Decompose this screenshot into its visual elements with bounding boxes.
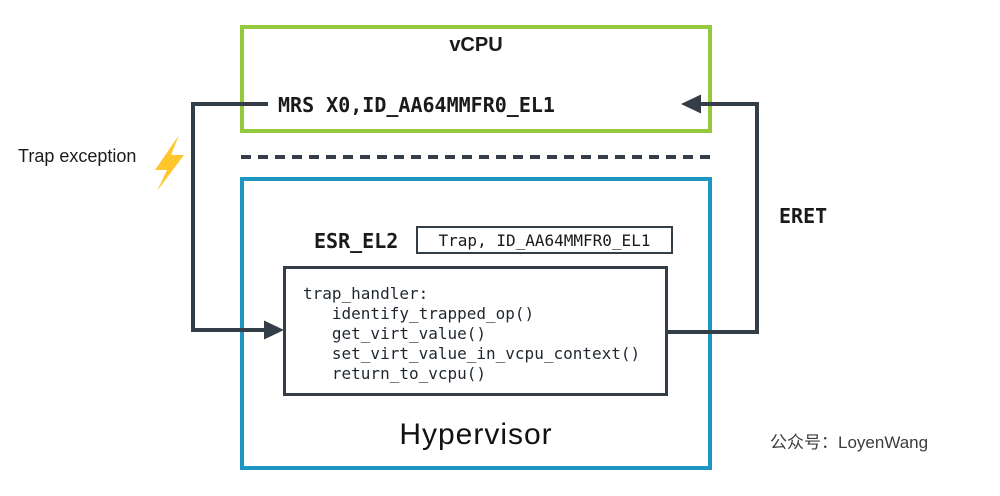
esr-el2-value: Trap, ID_AA64MMFR0_EL1	[438, 230, 651, 250]
vcpu-instruction: MRS X0,ID_AA64MMFR0_EL1	[278, 93, 555, 117]
lightning-bolt-icon	[155, 135, 184, 191]
vcpu-box	[240, 25, 712, 133]
vcpu-title: vCPU	[449, 34, 503, 56]
hypervisor-title: Hypervisor	[399, 418, 553, 451]
code-line: get_virt_value()	[303, 324, 487, 343]
code-line: identify_trapped_op()	[303, 304, 535, 323]
code-line: trap_handler:	[303, 284, 429, 303]
eret-label: ERET	[779, 204, 828, 228]
trap-handler-box: trap_handler: identify_trapped_op() get_…	[283, 266, 668, 396]
watermark: 公众号：LoyenWang	[770, 433, 929, 452]
esr-el2-value-box: Trap, ID_AA64MMFR0_EL1	[416, 226, 673, 254]
esr-el2-label: ESR_EL2	[314, 229, 399, 253]
trap-exception-label: Trap exception	[18, 146, 137, 166]
code-line: return_to_vcpu()	[303, 364, 487, 383]
code-line: set_virt_value_in_vcpu_context()	[303, 344, 641, 363]
